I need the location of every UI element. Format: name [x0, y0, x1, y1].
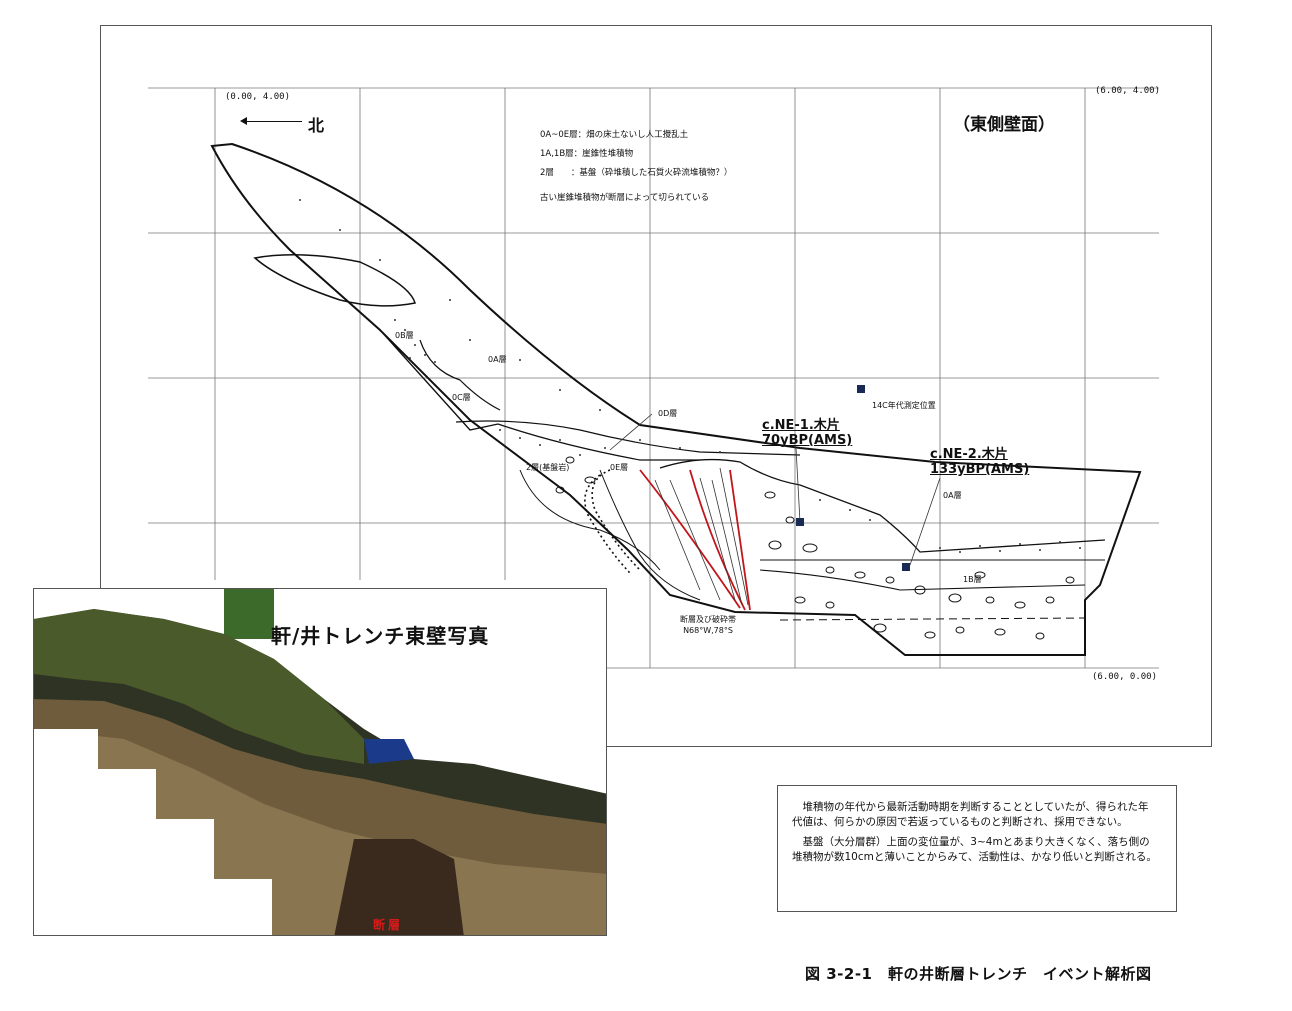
- layer-label-0a-right: 0A層: [943, 491, 962, 500]
- sample1-age: 70yBP(AMS): [762, 433, 853, 448]
- sample-marker-label: 14C年代測定位置: [872, 401, 936, 410]
- layer-label-basement: 2層(基盤岩): [526, 463, 570, 472]
- layer-label-0b: 0B層: [395, 331, 414, 340]
- layer-label-0e: 0E層: [610, 463, 629, 472]
- north-arrow-icon: [240, 117, 302, 125]
- interpretation-text-box: 堆積物の年代から最新活動時期を判断することとしていたが、得られた年代値は、何らか…: [777, 785, 1177, 912]
- fault-zone-label: 断層及び破砕帯 N68°W,78°S: [680, 614, 736, 636]
- trench-photo: [33, 588, 607, 936]
- gravel-clasts: [555, 456, 1075, 640]
- legend-note: 古い崖錐堆積物が断層によって切られている: [540, 193, 710, 203]
- layer-label-0a: 0A層: [488, 355, 507, 364]
- legend-item: 1A,1B層：崖錐性堆積物: [540, 149, 634, 159]
- leader-lines: [609, 413, 941, 566]
- interpretation-paragraph-1: 堆積物の年代から最新活動時期を判断することとしていたが、得られた年代値は、何らか…: [792, 801, 1149, 828]
- sample2-label: c.NE-2.木片 133yBP(AMS): [930, 447, 1029, 477]
- layer-label-0d: 0D層: [658, 409, 678, 418]
- sample2-name: c.NE-2.木片: [930, 447, 1008, 462]
- crush-zone: [654, 467, 749, 606]
- sample1-name: c.NE-1.木片: [762, 418, 840, 433]
- legend-item: 0A~0E層：畑の床土ないし人工攪乱土: [540, 130, 689, 140]
- photo-fault-tag: 断層: [373, 918, 404, 932]
- c14-sample-markers: [796, 385, 910, 571]
- trench-photo-image: [34, 589, 606, 935]
- photo-title: 軒/井トレンチ東壁写真: [271, 624, 490, 648]
- diagram-frame: [100, 25, 1212, 747]
- fault-zone-line2: N68°W,78°S: [683, 626, 733, 635]
- fault-lines: [639, 469, 751, 611]
- legend-item: 2層 ：基盤（砕堆積した石質火砕流堆積物？）: [540, 168, 733, 178]
- legend: 0A~0E層：畑の床土ないし人工攪乱土 1A,1B層：崖錐性堆積物 2層 ：基盤…: [540, 126, 732, 208]
- figure-caption: 図 3-2-1 軒の井断層トレンチ イベント解析図: [805, 965, 1152, 983]
- coord-top-left: (0.00, 4.00): [225, 92, 291, 102]
- layer-label-0c: 0C層: [452, 393, 471, 402]
- sample1-label: c.NE-1.木片 70yBP(AMS): [762, 418, 852, 448]
- north-label: 北: [308, 116, 325, 135]
- basement-boundary: [584, 469, 641, 574]
- trench-outline: [210, 142, 1142, 656]
- sample2-age: 133yBP(AMS): [930, 462, 1030, 477]
- fault-zone-line1: 断層及び破砕帯: [680, 615, 736, 624]
- layer-label-1b: 1B層: [963, 575, 982, 584]
- view-title: （東側壁面）: [953, 115, 1055, 135]
- stipple-texture: [299, 199, 1081, 553]
- interpretation-paragraph-2: 基盤（大分層群）上面の変位量が、3~4mとあまり大きくなく、落ち側の堆積物が数1…: [792, 836, 1157, 863]
- coord-bottom-right: (6.00, 0.00): [1092, 672, 1158, 682]
- coord-top-right: (6.00, 4.00): [1095, 86, 1161, 96]
